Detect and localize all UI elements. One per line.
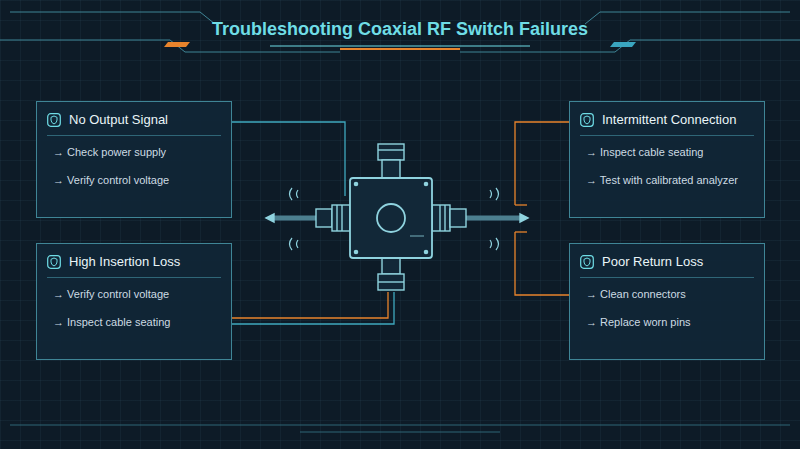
action-item: → Verify control voltage	[47, 287, 221, 301]
action-item: → Inspect cable seating	[47, 315, 221, 329]
action-item: → Clean connectors	[580, 287, 754, 301]
action-item: → Inspect cable seating	[580, 145, 754, 159]
accent-line	[340, 48, 460, 50]
troubleshooting-panel: High Insertion Loss → Verify control volt…	[36, 243, 232, 360]
panel-heading: High Insertion Loss	[69, 254, 221, 270]
troubleshooting-panel: Poor Return Loss → Clean connectors → Repl…	[569, 243, 765, 360]
panel-heading: No Output Signal	[69, 112, 221, 128]
action-item: → Test with calibrated analyzer	[580, 173, 754, 187]
panel-header: No Output Signal	[47, 112, 221, 136]
accent-mark	[164, 42, 190, 47]
signal-waves	[290, 188, 499, 250]
leader-lines	[232, 122, 569, 324]
panel-header: Intermittent Connection	[580, 112, 754, 136]
shield-icon	[47, 113, 61, 127]
panel-header: Poor Return Loss	[580, 254, 754, 278]
diagram-title: Troubleshooting Coaxial RF Switch Failur…	[0, 19, 800, 40]
footer-frame	[10, 425, 790, 432]
shield-icon	[47, 255, 61, 269]
panel-heading: Poor Return Loss	[602, 254, 754, 270]
shield-icon	[580, 255, 594, 269]
shield-icon	[580, 113, 594, 127]
header-frame	[0, 12, 800, 52]
rf-switch	[266, 144, 528, 290]
troubleshooting-panel: Intermittent Connection → Inspect cable s…	[569, 101, 765, 218]
action-item: → Verify control voltage	[47, 173, 221, 187]
accent-mark	[610, 42, 636, 47]
troubleshooting-panel: No Output Signal → Check power supply → Ve…	[36, 101, 232, 218]
panel-heading: Intermittent Connection	[602, 112, 754, 128]
panel-header: High Insertion Loss	[47, 254, 221, 278]
action-item: → Replace worn pins	[580, 315, 754, 329]
action-item: → Check power supply	[47, 145, 221, 159]
